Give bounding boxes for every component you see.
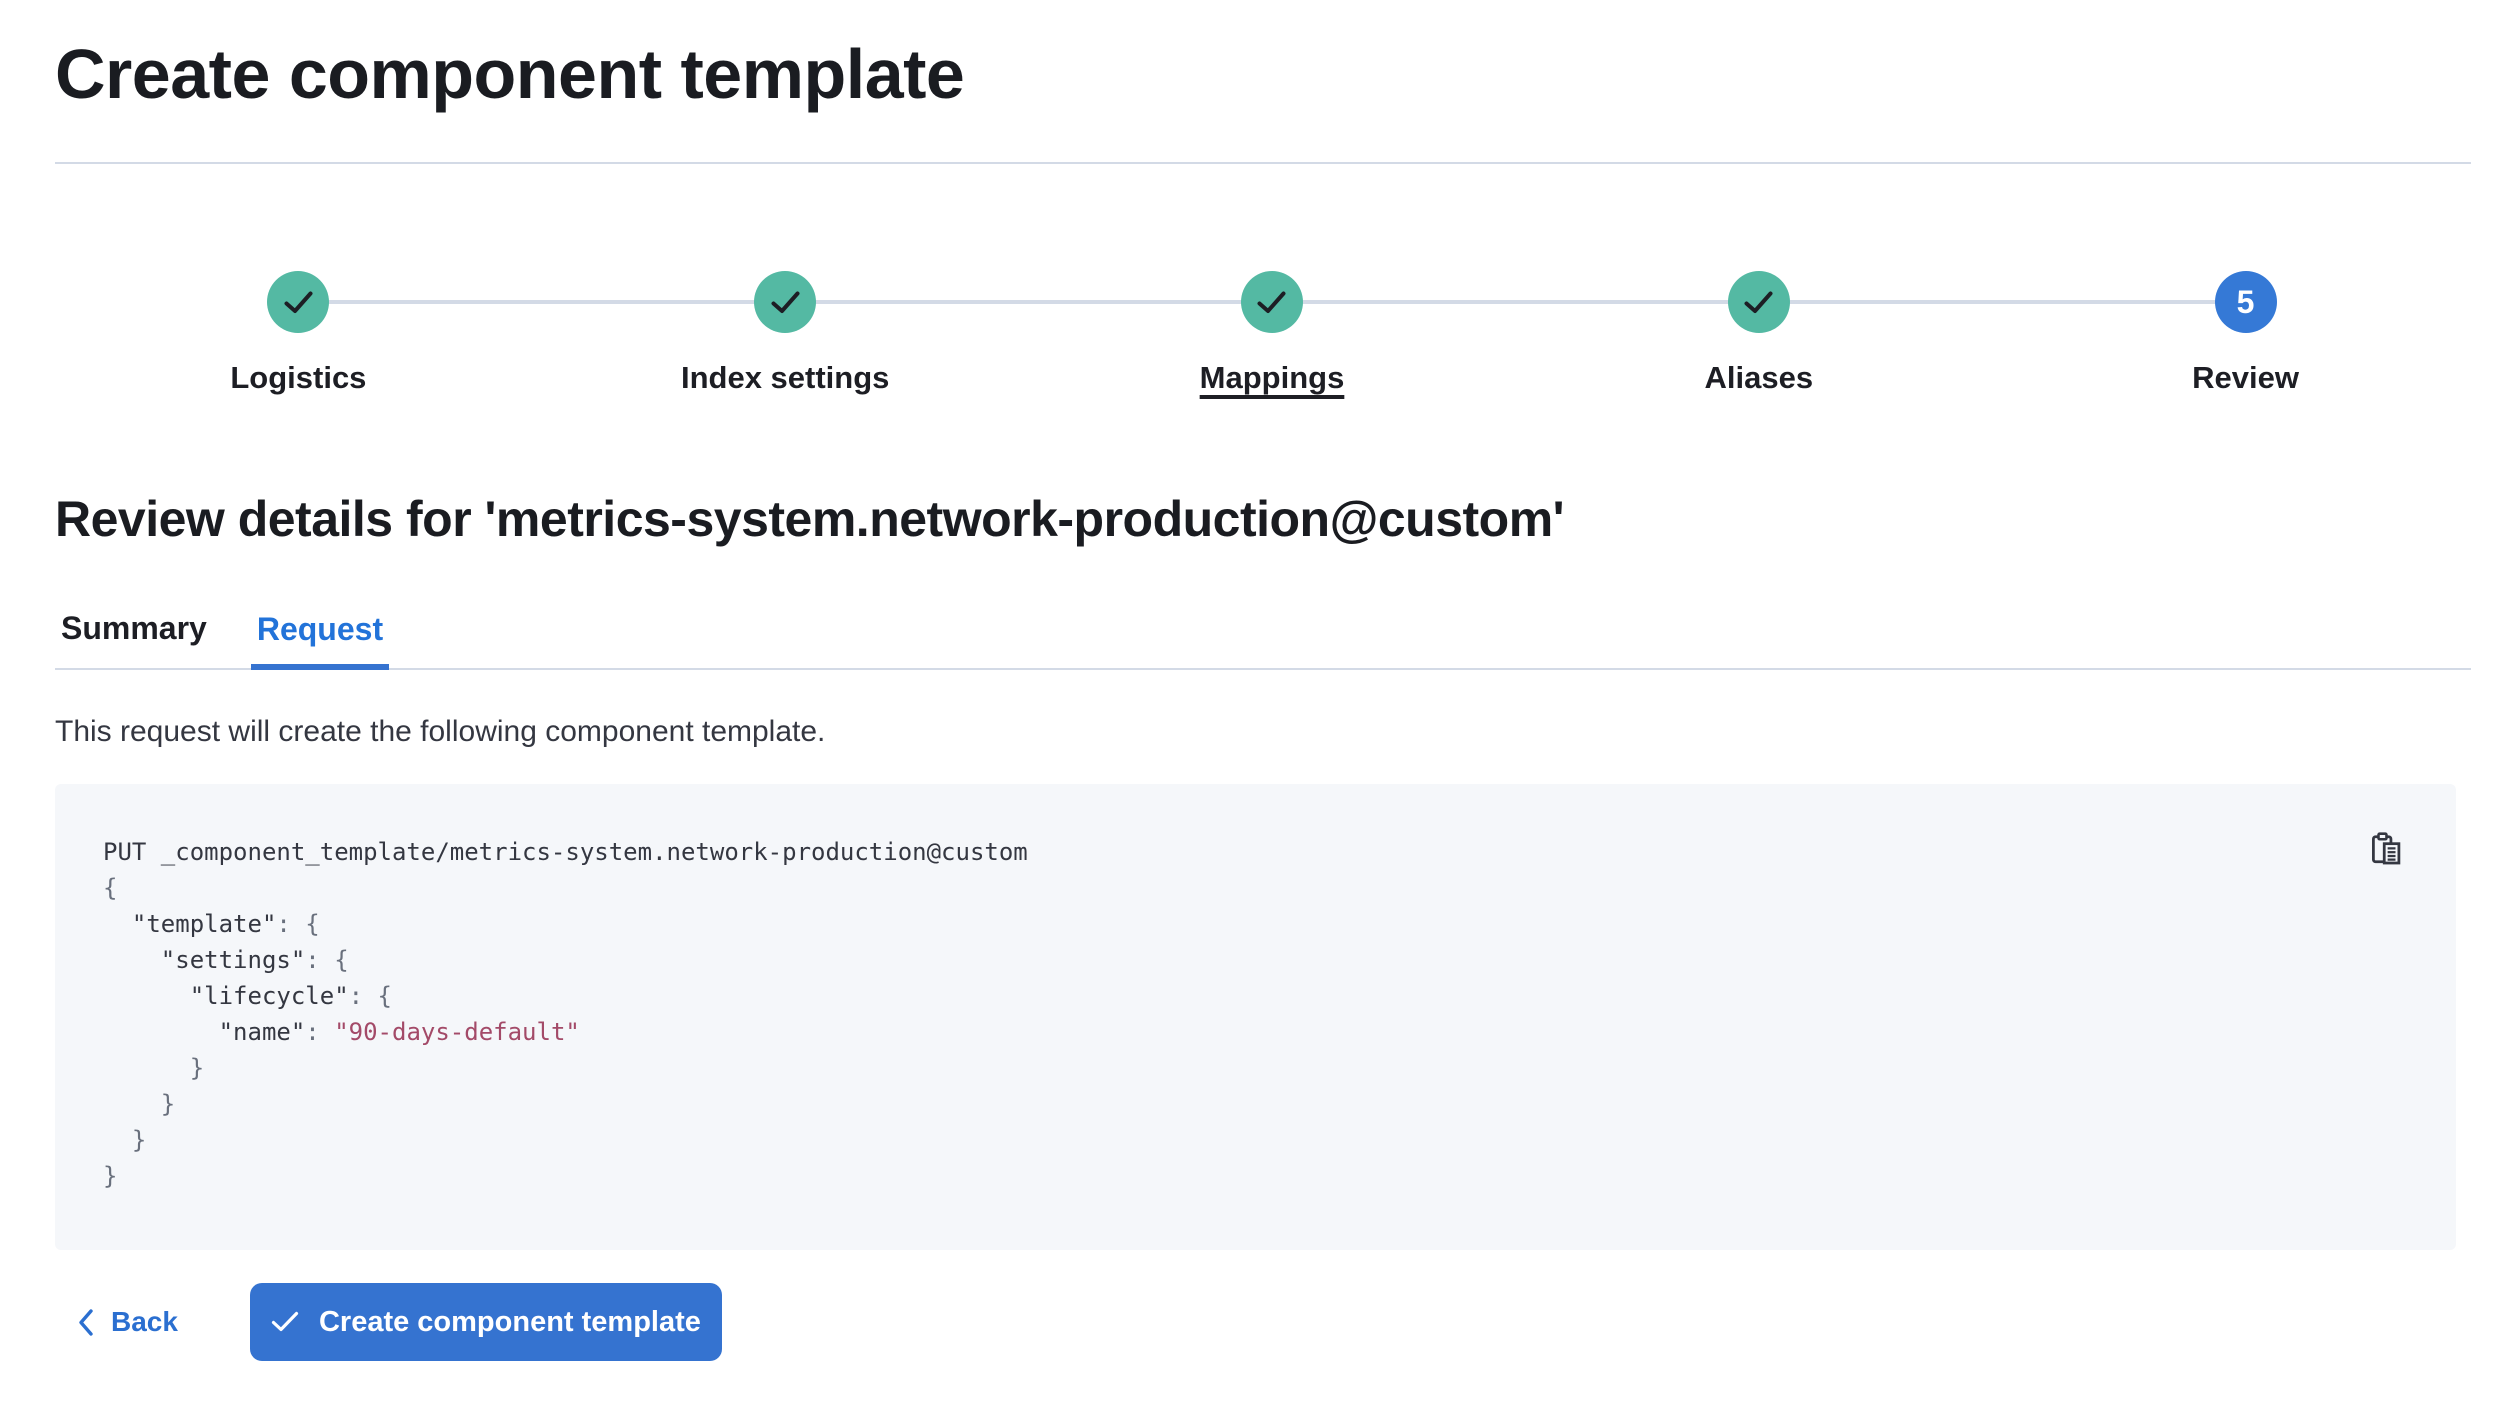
step-label: Mappings bbox=[1199, 360, 1345, 395]
step-label: Logistics bbox=[230, 360, 367, 395]
create-component-template-button[interactable]: Create component template bbox=[249, 1283, 722, 1361]
request-code-block: PUT _component_template/metrics-system.n… bbox=[55, 784, 2456, 1250]
copy-clipboard-icon bbox=[2372, 832, 2401, 865]
code-line: "name": "90-days-default" bbox=[103, 1018, 580, 1046]
step-complete-badge bbox=[754, 271, 817, 333]
step-item-index-settings[interactable]: Index settings bbox=[542, 271, 1029, 397]
page-title: Create component template bbox=[55, 35, 965, 113]
step-complete-badge bbox=[1727, 271, 1790, 333]
check-icon bbox=[771, 291, 800, 313]
create-button-label: Create component template bbox=[318, 1305, 701, 1338]
code-line: } bbox=[103, 1090, 176, 1118]
tabs: Summary Request bbox=[55, 608, 2471, 670]
check-icon bbox=[1744, 291, 1773, 313]
review-heading: Review details for 'metrics-system.netwo… bbox=[55, 491, 1565, 547]
tab-request[interactable]: Request bbox=[250, 608, 390, 670]
step-complete-badge bbox=[267, 271, 330, 333]
footer-actions: Back Create component template bbox=[55, 1283, 2471, 1361]
back-button[interactable]: Back bbox=[78, 1306, 178, 1338]
code-line: } bbox=[103, 1162, 118, 1190]
step-complete-badge bbox=[1240, 271, 1303, 333]
step-label: Aliases bbox=[1704, 360, 1814, 395]
create-component-template-page: Create component template Logistics Index… bbox=[0, 28, 2506, 1416]
code-line: } bbox=[103, 1054, 205, 1082]
code-line: { bbox=[103, 874, 118, 902]
step-item-mappings[interactable]: Mappings bbox=[1029, 271, 1516, 397]
step-number: 5 bbox=[2236, 284, 2255, 320]
check-icon bbox=[284, 291, 313, 313]
check-icon bbox=[1257, 291, 1286, 313]
code-line: "lifecycle": { bbox=[103, 982, 392, 1010]
check-icon bbox=[271, 1311, 299, 1332]
request-code: PUT _component_template/metrics-system.n… bbox=[103, 834, 2400, 1194]
code-line: "settings": { bbox=[103, 946, 349, 974]
tab-summary[interactable]: Summary bbox=[55, 608, 213, 668]
title-divider bbox=[55, 162, 2471, 164]
back-label: Back bbox=[111, 1306, 178, 1337]
code-line: PUT _component_template/metrics-system.n… bbox=[103, 838, 1028, 866]
request-description: This request will create the following c… bbox=[55, 715, 826, 748]
step-item-logistics[interactable]: Logistics bbox=[55, 271, 542, 397]
step-label: Review bbox=[2192, 360, 2299, 395]
copy-button[interactable] bbox=[2368, 830, 2406, 868]
step-label: Index settings bbox=[680, 360, 890, 395]
step-item-aliases[interactable]: Aliases bbox=[1515, 271, 2002, 397]
code-line: } bbox=[103, 1126, 147, 1154]
code-line: "template": { bbox=[103, 910, 320, 938]
step-current-badge: 5 bbox=[2214, 271, 2277, 333]
chevron-left-icon bbox=[79, 1308, 93, 1336]
